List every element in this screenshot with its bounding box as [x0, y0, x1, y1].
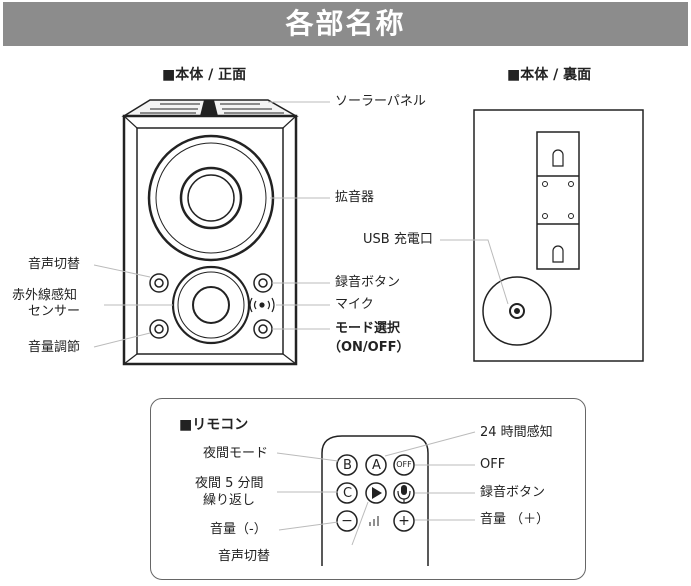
mic-icon [401, 485, 407, 495]
label-record-button: 録音ボタン [335, 275, 401, 290]
leader-lines [93, 101, 509, 546]
label-night-5min-line1: 夜間 5 分間 [195, 476, 264, 491]
remote-button-c[interactable]: C [342, 486, 353, 501]
remote-button-off[interactable]: OFF [396, 460, 412, 469]
front-title: ■本体 / 正面 [162, 67, 247, 83]
back-body [473, 109, 644, 362]
remote-button-minus[interactable]: − [341, 513, 353, 529]
play-icon [372, 487, 382, 499]
label-night-mode: 夜間モード [203, 446, 269, 461]
label-ir-sensor-line2: センサー [28, 304, 81, 319]
label-mode-select: モード選択 [335, 321, 401, 336]
remote-graphic [321, 435, 429, 566]
remote-panel [150, 398, 586, 580]
solar-panel [121, 99, 299, 117]
label-volume-adjust: 音量調節 [28, 340, 81, 355]
label-speaker: 拡音器 [335, 190, 375, 205]
speaker-graphic [147, 134, 275, 262]
front-buttons [149, 273, 273, 339]
remote-title: ■リモコン [179, 417, 249, 433]
label-24h-sense: 24 時間感知 [480, 425, 553, 440]
label-off: OFF [480, 457, 506, 472]
label-voice-switch: 音声切替 [28, 257, 81, 272]
back-title: ■本体 / 裏面 [507, 67, 592, 83]
label-ir-sensor-line1: 赤外線感知 [12, 288, 78, 303]
ir-sensor-graphic [171, 265, 251, 345]
label-remote-record: 録音ボタン [480, 485, 546, 500]
mic-graphic [249, 297, 275, 313]
remote-button-b[interactable]: B [343, 458, 352, 473]
label-mic: マイク [335, 297, 374, 312]
label-remote-voice-switch: 音声切替 [218, 549, 271, 564]
label-night-5min-line2: 繰り返し [203, 493, 256, 508]
remote-button-plus[interactable]: + [398, 513, 410, 529]
remote-button-a[interactable]: A [372, 458, 381, 473]
page-title: 各部名称 [3, 2, 688, 46]
label-usb-port: USB 充電口 [363, 232, 433, 247]
label-volume-down: 音量（-） [210, 522, 267, 537]
label-mode-select-sub: （ON/OFF） [328, 340, 410, 355]
label-volume-up: 音量 （＋） [480, 512, 550, 527]
front-body [122, 114, 298, 366]
label-solar-panel: ソーラーパネル [335, 94, 426, 109]
